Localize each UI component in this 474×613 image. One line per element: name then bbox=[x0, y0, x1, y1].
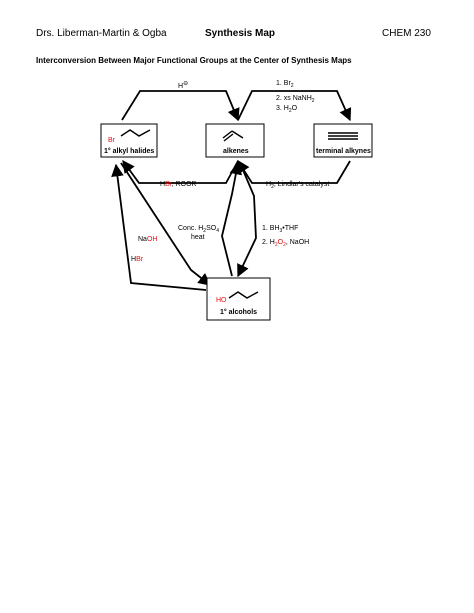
page-subtitle: Interconversion Between Major Functional… bbox=[36, 56, 352, 65]
arrow-alkyne-to-alkene bbox=[237, 159, 351, 184]
reagent-hydride-base: H⊖ bbox=[178, 81, 188, 90]
reagent-naoh: NaOH bbox=[138, 236, 157, 243]
hydroxyl-group: HO bbox=[216, 297, 227, 304]
header-authors: Drs. Liberman-Martin & Ogba bbox=[36, 28, 167, 39]
header-title: Synthesis Map bbox=[205, 28, 276, 39]
svg-text:Conc. H2SO4: Conc. H2SO4 bbox=[178, 225, 219, 234]
reagent-lindlar: H2, Lindlar's catalyst bbox=[266, 181, 329, 190]
arrow-alkene-to-alcohol bbox=[237, 162, 257, 278]
reagent-alkene-to-alkyne: 1. Br2 2. xs NaNH2 3. H2O bbox=[276, 80, 315, 114]
node-terminal-alkynes: terminal alkynes bbox=[313, 123, 373, 158]
svg-text:2. xs NaNH2: 2. xs NaNH2 bbox=[276, 95, 315, 104]
reagent-hbr: HBr bbox=[131, 256, 144, 263]
arrow-alkene-to-halide bbox=[122, 159, 239, 184]
svg-text:1. Br2: 1. Br2 bbox=[276, 80, 294, 89]
reagent-conc-h2so4: Conc. H2SO4 heat bbox=[178, 225, 219, 241]
reagent-hbr-roor: HBr, ROOR bbox=[160, 181, 197, 188]
arrow-halide-to-alkene bbox=[121, 90, 240, 122]
arrow-alcohol-to-halide bbox=[111, 163, 207, 291]
node-label-alkyl-halides: 1° alkyl halides bbox=[104, 147, 154, 155]
svg-text:3. H2O: 3. H2O bbox=[276, 105, 298, 114]
arrow-alkene-to-alkyne bbox=[237, 90, 352, 122]
svg-text:heat: heat bbox=[191, 234, 205, 241]
node-label-terminal-alkynes: terminal alkynes bbox=[316, 148, 371, 155]
header-course: CHEM 230 bbox=[382, 28, 431, 39]
node-label-alcohols: 1° alcohols bbox=[220, 308, 257, 316]
node-alcohols: HO 1° alcohols bbox=[206, 277, 271, 321]
svg-text:1. BH3•THF: 1. BH3•THF bbox=[262, 225, 298, 234]
svg-text:2. H2O2, NaOH: 2. H2O2, NaOH bbox=[262, 239, 309, 248]
reagent-hydroboration: 1. BH3•THF 2. H2O2, NaOH bbox=[262, 225, 309, 248]
node-label-alkenes: alkenes bbox=[223, 148, 249, 155]
node-alkyl-halides: Br 1° alkyl halides bbox=[100, 123, 158, 158]
arrow-alcohol-to-alkene bbox=[221, 161, 243, 277]
bromine-atom: Br bbox=[108, 137, 116, 144]
arrow-halide-to-alcohol bbox=[120, 162, 211, 286]
node-alkenes: alkenes bbox=[205, 123, 265, 158]
